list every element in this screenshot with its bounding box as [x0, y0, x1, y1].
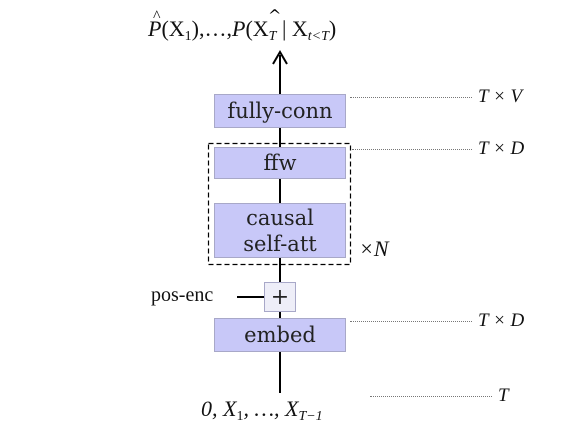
hat-2-icon: ^ — [268, 6, 282, 25]
output-subt: t<T — [307, 29, 329, 44]
dim-line-input — [370, 396, 492, 397]
embed-label: embed — [244, 323, 316, 347]
output-p1: P — [148, 16, 162, 41]
dim-ffw: T × D — [478, 138, 525, 159]
dim-line-fully-conn — [350, 97, 472, 98]
pos-enc-label: pos-enc — [151, 284, 214, 306]
input-subT: T−1 — [298, 409, 323, 424]
repeat-label: ×N — [359, 236, 389, 261]
output-rest1: ),…, — [191, 16, 232, 41]
output-arrowhead — [272, 50, 288, 65]
plus-node: + — [264, 282, 296, 312]
fully-conn-label: fully-conn — [227, 99, 333, 123]
embed-block: embed — [214, 318, 346, 352]
output-x2: (X — [245, 16, 269, 41]
output-close: ) — [328, 16, 337, 41]
causal-self-att-block: causal self-att — [214, 203, 346, 258]
input-label: 0, X1, …, XT−1 — [201, 396, 323, 425]
dim-line-embed — [350, 321, 472, 322]
dim-line-ffw — [352, 149, 472, 150]
input-sub1: 1 — [236, 409, 244, 424]
output-subT: T — [268, 29, 277, 44]
fully-conn-block: fully-conn — [214, 94, 346, 128]
dim-input: T — [498, 385, 509, 406]
repeat-frame — [207, 142, 352, 266]
hat-1-icon: ^ — [153, 8, 161, 25]
output-bar: | X — [276, 16, 308, 41]
dim-embed: T × D — [478, 310, 525, 331]
ffw-block: ffw — [214, 147, 346, 179]
input-mid: , …, X — [243, 396, 299, 421]
plus-icon: + — [270, 284, 290, 310]
output-label: P^(X1),…,P(XT | Xt<T) — [148, 8, 337, 45]
input-head: 0, X — [201, 396, 237, 421]
causal-self-att-label: causal self-att — [243, 205, 317, 256]
output-x1: (X — [161, 16, 185, 41]
output-p2: P — [232, 16, 246, 41]
ffw-label: ffw — [263, 151, 297, 175]
output-sub1: 1 — [184, 29, 192, 44]
dim-fully-conn: T × V — [478, 86, 523, 107]
